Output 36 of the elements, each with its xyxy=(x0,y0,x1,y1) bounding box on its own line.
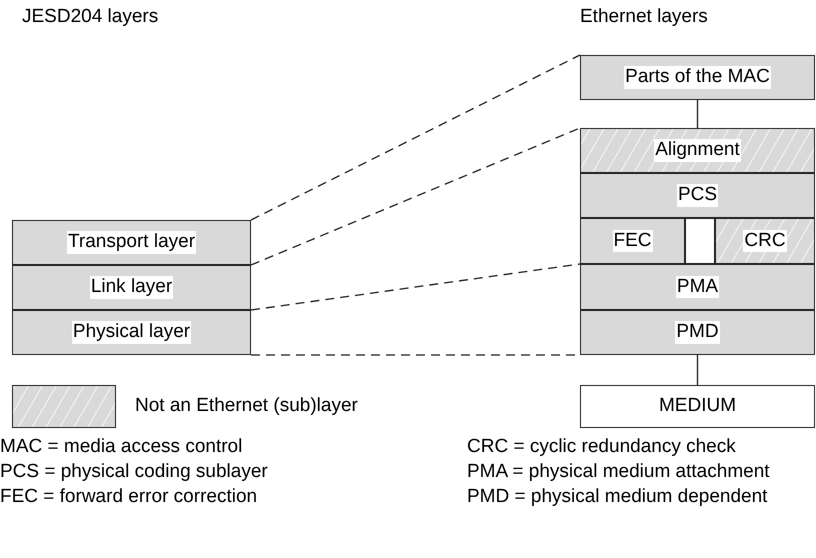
connector-line xyxy=(696,355,698,385)
layer-box xyxy=(580,385,815,428)
dashed-connector xyxy=(250,263,580,311)
layer-name: Alignment xyxy=(654,139,741,162)
layer-name: FEC xyxy=(612,230,652,252)
layer-name: PMD xyxy=(675,321,720,344)
layer-name: PCS xyxy=(676,184,718,207)
layer-box xyxy=(580,173,815,218)
legend-text: Not an Ethernet (sub)layer xyxy=(135,395,358,418)
column-heading: JESD204 layers xyxy=(22,6,158,29)
abbreviation-note: PCS = physical coding sublayer xyxy=(0,461,268,484)
connector-line xyxy=(696,100,698,128)
empty-box xyxy=(685,218,715,264)
abbreviation-note: PMA = physical medium attachment xyxy=(467,461,770,484)
layer-box xyxy=(12,265,251,310)
layer-box xyxy=(580,310,815,355)
layer-box xyxy=(580,264,815,310)
layer-box xyxy=(580,218,685,264)
layer-box xyxy=(12,220,251,265)
abbreviation-note: PMD = physical medium dependent xyxy=(467,486,768,509)
layer-name: Transport layer xyxy=(66,231,196,254)
layer-name: CRC xyxy=(743,230,787,252)
column-heading: Ethernet layers xyxy=(580,6,708,29)
layer-name: Link layer xyxy=(90,276,174,299)
dashed-connector xyxy=(250,127,580,266)
hatched-layer-box xyxy=(715,218,815,264)
abbreviation-note: CRC = cyclic redundancy check xyxy=(467,436,736,459)
abbreviation-note: MAC = media access control xyxy=(0,436,242,459)
layer-box xyxy=(580,55,815,100)
layer-name: Physical layer xyxy=(72,321,192,344)
layer-name: Parts of the MAC xyxy=(624,66,771,89)
abbreviation-note: FEC = forward error correction xyxy=(0,486,258,509)
dashed-connector xyxy=(250,54,580,221)
layer-name: PMA xyxy=(676,276,720,298)
layer-box xyxy=(12,310,251,355)
hatched-layer-box xyxy=(580,128,815,173)
